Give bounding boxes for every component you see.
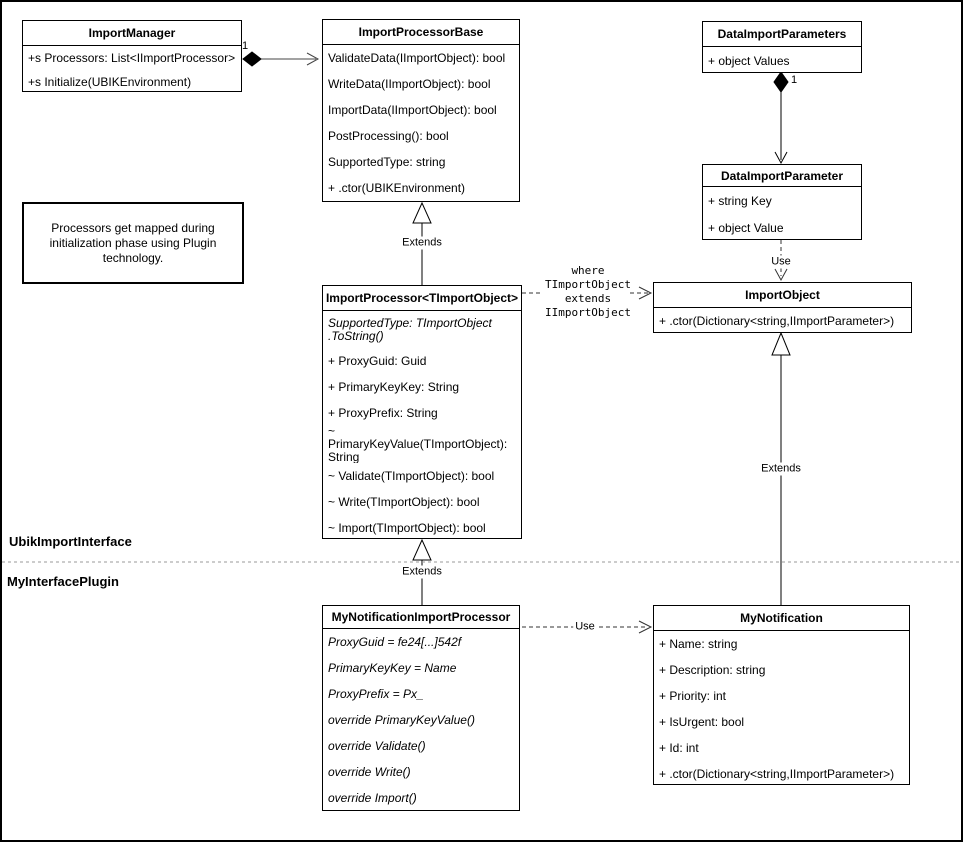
class-data-import-parameter: DataImportParameter + string Key + objec…: [702, 164, 862, 240]
multiplicity-label: 1: [242, 40, 249, 52]
class-member: ValidateData(IImportObject): bool: [328, 51, 506, 65]
note-text: Processors get mapped during initializat…: [49, 220, 217, 265]
class-title: ImportProcessor<TImportObject>: [323, 286, 521, 311]
class-member: + PrimaryKeyKey: String: [328, 380, 460, 394]
class-member: +s Initialize(UBIKEnvironment): [28, 75, 192, 89]
class-title: ImportObject: [654, 283, 911, 308]
class-member: + object Values: [708, 53, 790, 68]
constraint-line: TImportObject: [544, 278, 632, 291]
constraint-line: IImportObject: [544, 306, 632, 319]
use-label: Use: [573, 620, 597, 634]
class-import-manager: ImportManager +s Processors: List<IImpor…: [22, 20, 242, 92]
generalization-triangle-icon: [412, 538, 432, 561]
open-arrowhead-icon: [638, 620, 653, 634]
class-import-processor-generic: ImportProcessor<TImportObject> Supported…: [322, 285, 522, 539]
class-member: SupportedType: string: [328, 155, 446, 169]
section-label-ubik-import-interface: UbikImportInterface: [9, 534, 132, 549]
open-arrowhead-icon: [306, 52, 320, 66]
class-member: override Validate(): [328, 739, 426, 753]
generalization-triangle-icon: [412, 201, 432, 224]
constraint-line: where: [571, 264, 605, 277]
class-title: DataImportParameters: [703, 22, 861, 47]
class-member: + IsUrgent: bool: [659, 715, 745, 729]
extends-label: Extends: [759, 462, 803, 476]
generalization-triangle-icon: [771, 331, 791, 356]
class-title: DataImportParameter: [703, 165, 861, 187]
class-member: ~ Write(TImportObject): bool: [328, 495, 480, 509]
use-label: Use: [769, 255, 793, 269]
constraint-line: extends: [564, 292, 612, 305]
extends-label: Extends: [400, 565, 444, 579]
open-arrowhead-icon: [638, 286, 653, 300]
class-import-processor-base: ImportProcessorBase ValidateData(IImport…: [322, 19, 520, 202]
class-member: override PrimaryKeyValue(): [328, 713, 475, 727]
class-member: + Priority: int: [659, 689, 727, 703]
section-label-my-interface-plugin: MyInterfacePlugin: [7, 574, 119, 589]
open-arrowhead-icon: [774, 151, 788, 165]
extends-label: Extends: [400, 236, 444, 250]
class-member: ImportData(IImportObject): bool: [328, 103, 497, 117]
class-member: + ProxyGuid: Guid: [328, 354, 427, 368]
class-member: WriteData(IImportObject): bool: [328, 77, 491, 91]
class-member: override Write(): [328, 765, 411, 779]
class-member: override Import(): [328, 791, 417, 805]
class-member: + .ctor(Dictionary<string,IImportParamet…: [659, 767, 895, 781]
class-member: + object Value: [708, 220, 784, 235]
class-member: + ProxyPrefix: String: [328, 406, 438, 420]
class-member: PrimaryKeyKey = Name: [328, 661, 457, 675]
class-my-notification-import-processor: MyNotificationImportProcessor ProxyGuid …: [322, 605, 520, 811]
class-data-import-parameters: DataImportParameters + object Values: [702, 21, 862, 73]
class-my-notification: MyNotification + Name: string + Descript…: [653, 605, 910, 785]
composition-diamond-icon: [773, 71, 789, 93]
class-member: + string Key: [708, 193, 772, 208]
class-member: +s Processors: List<IImportProcessor>: [28, 51, 236, 65]
class-member: PostProcessing(): bool: [328, 129, 449, 143]
class-title: ImportProcessorBase: [323, 20, 519, 45]
class-title: MyNotificationImportProcessor: [323, 606, 519, 629]
class-member: ~ Import(TImportObject): bool: [328, 521, 486, 535]
class-title: ImportManager: [23, 21, 241, 46]
class-member: + Name: string: [659, 637, 738, 651]
multiplicity-label: 1: [791, 74, 798, 86]
type-constraint-label: where TImportObject extends IImportObjec…: [545, 264, 631, 320]
class-import-object: ImportObject + .ctor(Dictionary<string,I…: [653, 282, 912, 333]
class-member: + Description: string: [659, 663, 766, 677]
class-member: ProxyPrefix = Px_: [328, 687, 424, 701]
class-member: ProxyGuid = fe24[...]542f: [328, 635, 462, 649]
class-member: ~ Validate(TImportObject): bool: [328, 469, 495, 483]
class-member: ~ PrimaryKeyValue(TImportObject): String: [328, 426, 508, 463]
class-member: + .ctor(Dictionary<string,IImportParamet…: [659, 314, 895, 328]
class-member: + .ctor(UBIKEnvironment): [328, 181, 466, 195]
open-arrowhead-icon: [774, 268, 788, 282]
class-title: MyNotification: [654, 606, 909, 631]
class-member: SupportedType: TImportObject .ToString(): [328, 315, 492, 343]
composition-diamond-icon: [242, 51, 262, 67]
class-member: + Id: int: [659, 741, 699, 755]
note-box: Processors get mapped during initializat…: [22, 202, 244, 284]
